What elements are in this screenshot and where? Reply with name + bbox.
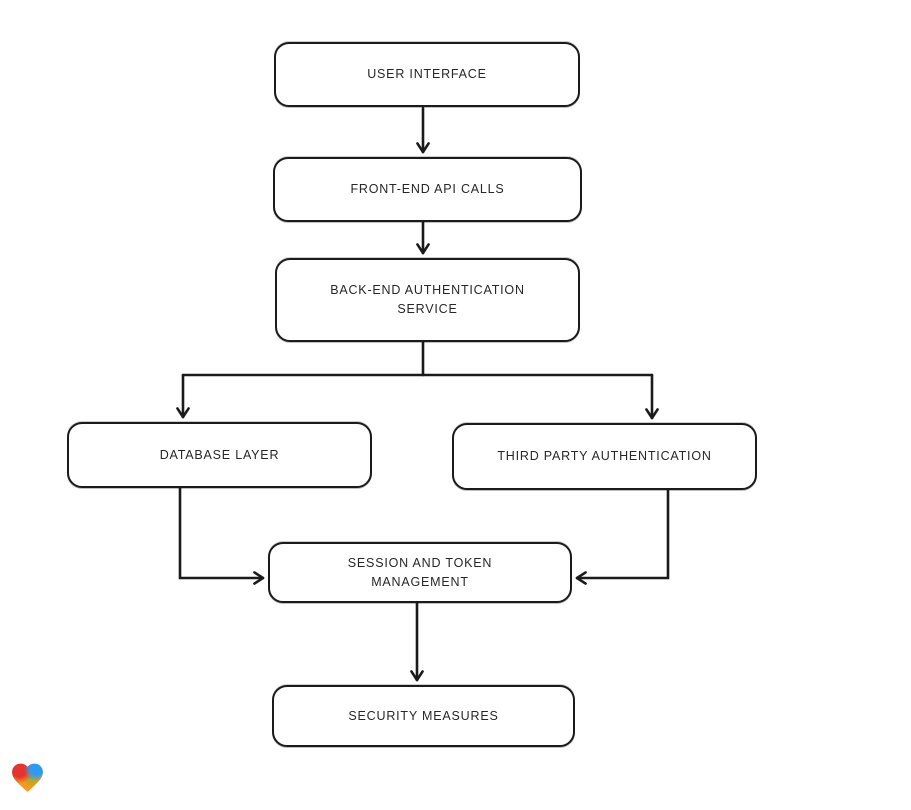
node-back-end-authentication-service: BACK-END AUTHENTICATION SERVICE	[275, 258, 580, 342]
node-front-end-api-calls-label: FRONT-END API CALLS	[350, 182, 505, 197]
node-user-interface: USER INTERFACE	[274, 42, 580, 107]
node-user-interface-label: USER INTERFACE	[367, 67, 487, 82]
node-database-layer: DATABASE LAYER	[67, 422, 372, 488]
node-database-layer-label: DATABASE LAYER	[159, 447, 280, 462]
node-session-and-token-management: SESSION AND TOKEN MANAGEMENT	[268, 542, 572, 603]
edge-database-to-session	[178, 486, 265, 585]
edge-thirdparty-to-session	[575, 488, 670, 585]
node-security-measures-label: SECURITY MEASURES	[348, 708, 499, 723]
gradient-heart-logo[interactable]	[9, 759, 46, 796]
node-front-end-api-calls: FRONT-END API CALLS	[273, 157, 582, 222]
node-security-measures: SECURITY MEASURES	[272, 685, 575, 747]
node-back-end-authentication-service-label: BACK-END AUTHENTICATION SERVICE	[330, 283, 525, 316]
node-third-party-authentication: THIRD PARTY AUTHENTICATION	[452, 423, 757, 490]
node-third-party-authentication-label: THIRD PARTY AUTHENTICATION	[497, 449, 712, 464]
node-session-and-token-management-label: SESSION AND TOKEN MANAGEMENT	[347, 555, 493, 589]
